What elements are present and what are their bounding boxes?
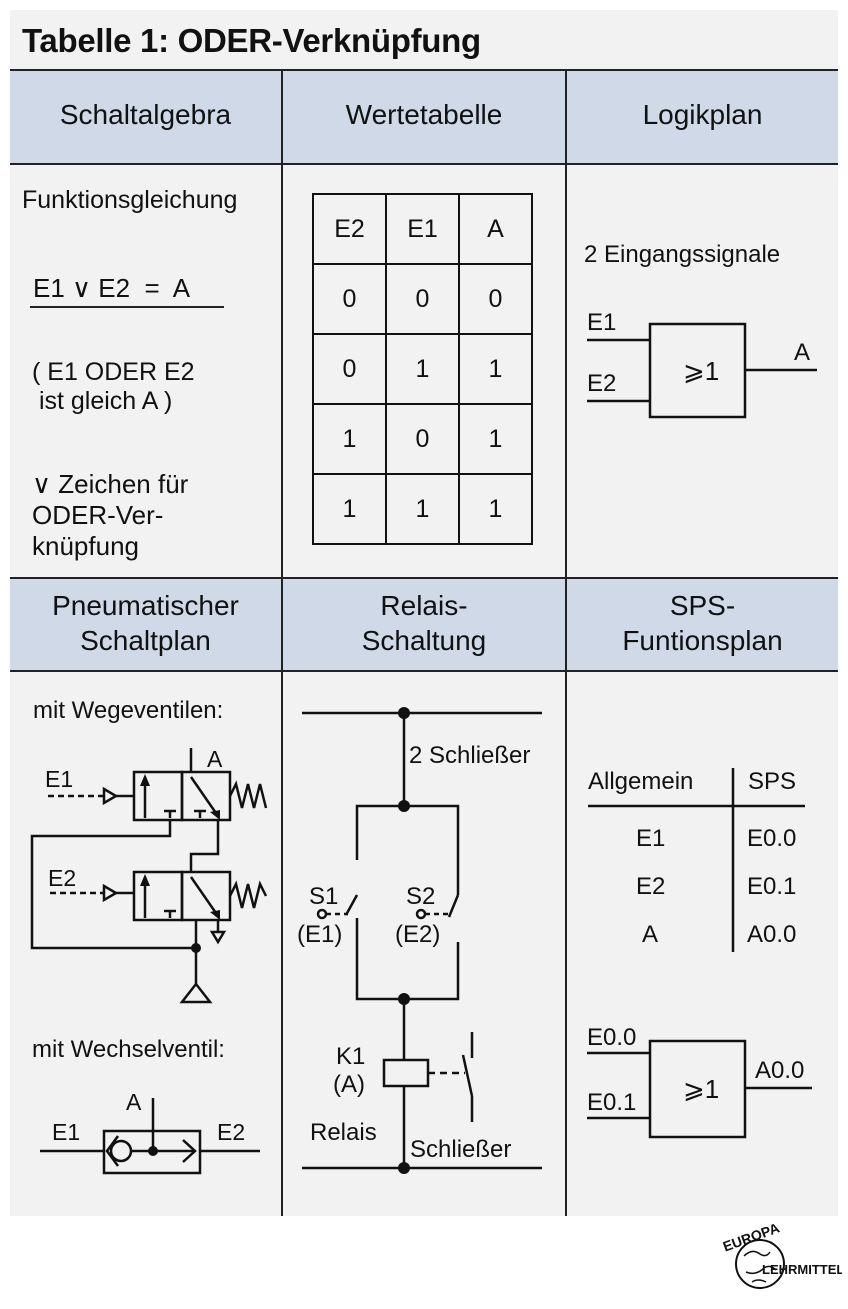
pneumatic-diagram: mit Wegeventilen: bbox=[30, 697, 268, 1175]
header-relais-line2: Schaltung bbox=[361, 625, 487, 656]
plc-input-2: E0.1 bbox=[587, 1089, 636, 1116]
globe-icon bbox=[735, 1239, 785, 1289]
function-equation: E1 ∨ E2 = A bbox=[33, 273, 191, 303]
relay-label-s2-sub: (E2) bbox=[395, 921, 440, 948]
truth-table-header: E1 bbox=[385, 193, 460, 265]
equation-note-line1: ( E1 ODER E2 bbox=[32, 358, 195, 386]
function-equation-heading: Funktionsgleichung bbox=[22, 186, 238, 214]
symbol-note-line3: knüpfung bbox=[32, 531, 139, 561]
truth-table-cell: 1 bbox=[458, 333, 533, 405]
header-pneumatik-line2: Schaltplan bbox=[80, 625, 211, 656]
valve-2-right bbox=[180, 870, 232, 922]
relay-label-k1: K1 bbox=[336, 1043, 365, 1070]
table-row: 0 1 1 bbox=[312, 333, 533, 405]
valve-1-left bbox=[132, 770, 184, 822]
plc-row-general: A bbox=[642, 921, 658, 948]
truth-table-cell: 0 bbox=[385, 263, 460, 335]
truth-table-header: E2 bbox=[312, 193, 387, 265]
europa-lehrmittel-logo: EUROPA LEHRMITTEL bbox=[721, 1222, 842, 1289]
equation-note-line2: ist gleich A ) bbox=[32, 387, 173, 415]
pneumatic-label-wechselventil: mit Wechselventil: bbox=[32, 1036, 225, 1063]
truth-table-cell: 1 bbox=[385, 333, 460, 405]
relay-label-schliesser-count: 2 Schließer bbox=[409, 742, 530, 769]
table-row: 0 0 0 bbox=[312, 263, 533, 335]
plc-row-general: E2 bbox=[636, 873, 665, 900]
header-row-2 bbox=[10, 578, 838, 671]
plc-or-symbol: ⩾1 bbox=[683, 1074, 719, 1104]
or-gate-symbol: ⩾1 bbox=[683, 356, 719, 386]
plc-output: A0.0 bbox=[755, 1057, 804, 1084]
relay-label-s1-sub: (E1) bbox=[297, 921, 342, 948]
pneumatic-label-e1: E1 bbox=[45, 766, 73, 792]
relay-label-s1: S1 bbox=[309, 883, 338, 910]
divider bbox=[10, 69, 838, 71]
equation-underline bbox=[30, 306, 224, 308]
truth-table-cell: 1 bbox=[312, 403, 387, 475]
table-row: 1 0 1 bbox=[312, 403, 533, 475]
truth-table-cell: 0 bbox=[312, 263, 387, 335]
divider bbox=[10, 577, 838, 579]
header-row-1 bbox=[10, 70, 838, 164]
shuttle-label-e2: E2 bbox=[217, 1119, 245, 1145]
plc-row-address: A0.0 bbox=[747, 921, 796, 948]
divider bbox=[565, 69, 567, 1216]
truth-table-cell: 1 bbox=[458, 403, 533, 475]
truth-table-cell: 0 bbox=[458, 263, 533, 335]
table-row: 1 1 1 bbox=[312, 473, 533, 545]
header-relais-line1: Relais- bbox=[380, 590, 468, 621]
logic-caption: 2 Eingangssignale bbox=[584, 241, 780, 268]
truth-table-cell: 0 bbox=[312, 333, 387, 405]
logo-text-top: EUROPA bbox=[721, 1222, 782, 1255]
relay-coil bbox=[382, 1058, 430, 1088]
logo-text-bottom: LEHRMITTEL bbox=[762, 1262, 842, 1277]
truth-table-header-row: E2 E1 A bbox=[312, 193, 533, 265]
truth-table-header: A bbox=[458, 193, 533, 265]
truth-table-cell: 1 bbox=[458, 473, 533, 545]
relay-label-relais: Relais bbox=[310, 1119, 377, 1146]
plc-input-1: E0.0 bbox=[587, 1024, 636, 1051]
symbol-note-line1: ∨ Zeichen für bbox=[32, 469, 189, 499]
page-title: Tabelle 1: ODER-Verknüpfung bbox=[22, 22, 481, 59]
shuttle-label-e1: E1 bbox=[52, 1119, 80, 1145]
symbol-note-line2: ODER-Ver- bbox=[32, 500, 164, 530]
header-sps-line2: Funtionsplan bbox=[622, 625, 783, 656]
truth-table-cell: 0 bbox=[385, 403, 460, 475]
valve-1-right bbox=[180, 770, 232, 822]
relay-diagram: 2 Schließer S1 (E1) S2 (E2) K1 (A) Relai… bbox=[297, 707, 542, 1174]
truth-table-cell: 1 bbox=[312, 473, 387, 545]
truth-table: E2 E1 A 0 0 0 0 1 1 1 0 1 1 1 1 bbox=[312, 193, 533, 545]
header-sps-line1: SPS- bbox=[669, 590, 736, 621]
plc-col-allgemein: Allgemein bbox=[588, 768, 693, 795]
header-logikplan: Logikplan bbox=[642, 99, 763, 130]
pneumatic-label-a: A bbox=[207, 746, 223, 772]
logic-input-e2: E2 bbox=[587, 370, 616, 397]
header-wertetabelle: Wertetabelle bbox=[345, 99, 503, 130]
header-schaltalgebra: Schaltalgebra bbox=[59, 99, 232, 130]
logic-input-e1: E1 bbox=[587, 309, 616, 336]
divider bbox=[10, 670, 838, 672]
valve-2-left bbox=[132, 870, 184, 922]
pneumatic-label-e2: E2 bbox=[48, 865, 76, 891]
plc-row-general: E1 bbox=[636, 825, 665, 852]
truth-table-cell: 1 bbox=[385, 473, 460, 545]
logic-diagram: 2 Eingangssignale E1 E2 A ⩾1 bbox=[584, 241, 817, 419]
shuttle-label-a: A bbox=[126, 1089, 142, 1115]
divider bbox=[10, 163, 838, 165]
plc-row-address: E0.1 bbox=[747, 873, 796, 900]
relay-label-schliesser: Schließer bbox=[410, 1136, 511, 1163]
relay-label-s2: S2 bbox=[406, 883, 435, 910]
header-pneumatik-line1: Pneumatischer bbox=[52, 590, 239, 621]
logic-output-a: A bbox=[794, 339, 810, 366]
plc-diagram: Allgemein SPS E1 E0.0 E2 E0.1 A A0.0 E0.… bbox=[587, 768, 812, 1139]
plc-col-sps: SPS bbox=[748, 768, 796, 795]
divider bbox=[281, 69, 283, 1216]
relay-label-k1-sub: (A) bbox=[333, 1071, 365, 1098]
plc-row-address: E0.0 bbox=[747, 825, 796, 852]
pneumatic-label-wegeventile: mit Wegeventilen: bbox=[33, 697, 223, 724]
